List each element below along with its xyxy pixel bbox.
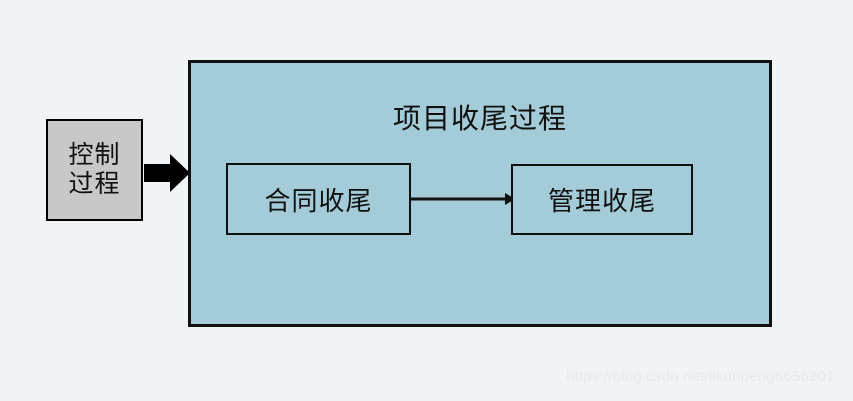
step-box-administrative-closing: 管理收尾 (511, 164, 693, 235)
step-label-contract-closing: 合同收尾 (264, 186, 373, 216)
control-process-box: 控制 过程 (46, 119, 143, 221)
project-closing-process-container: 项目收尾过程 合同收尾 管理收尾 (188, 60, 772, 327)
step-label-administrative-closing: 管理收尾 (547, 187, 656, 216)
step-box-contract-closing: 合同收尾 (226, 163, 411, 235)
flow-arrow-icon (409, 193, 515, 205)
control-process-label-line2: 过程 (68, 171, 121, 198)
block-arrow-icon (144, 154, 190, 192)
container-title: 项目收尾过程 (392, 104, 567, 135)
watermark: https://blog.csdn.net/likunpeng6656201 (566, 368, 835, 385)
control-process-label-line1: 控制 (68, 142, 121, 169)
